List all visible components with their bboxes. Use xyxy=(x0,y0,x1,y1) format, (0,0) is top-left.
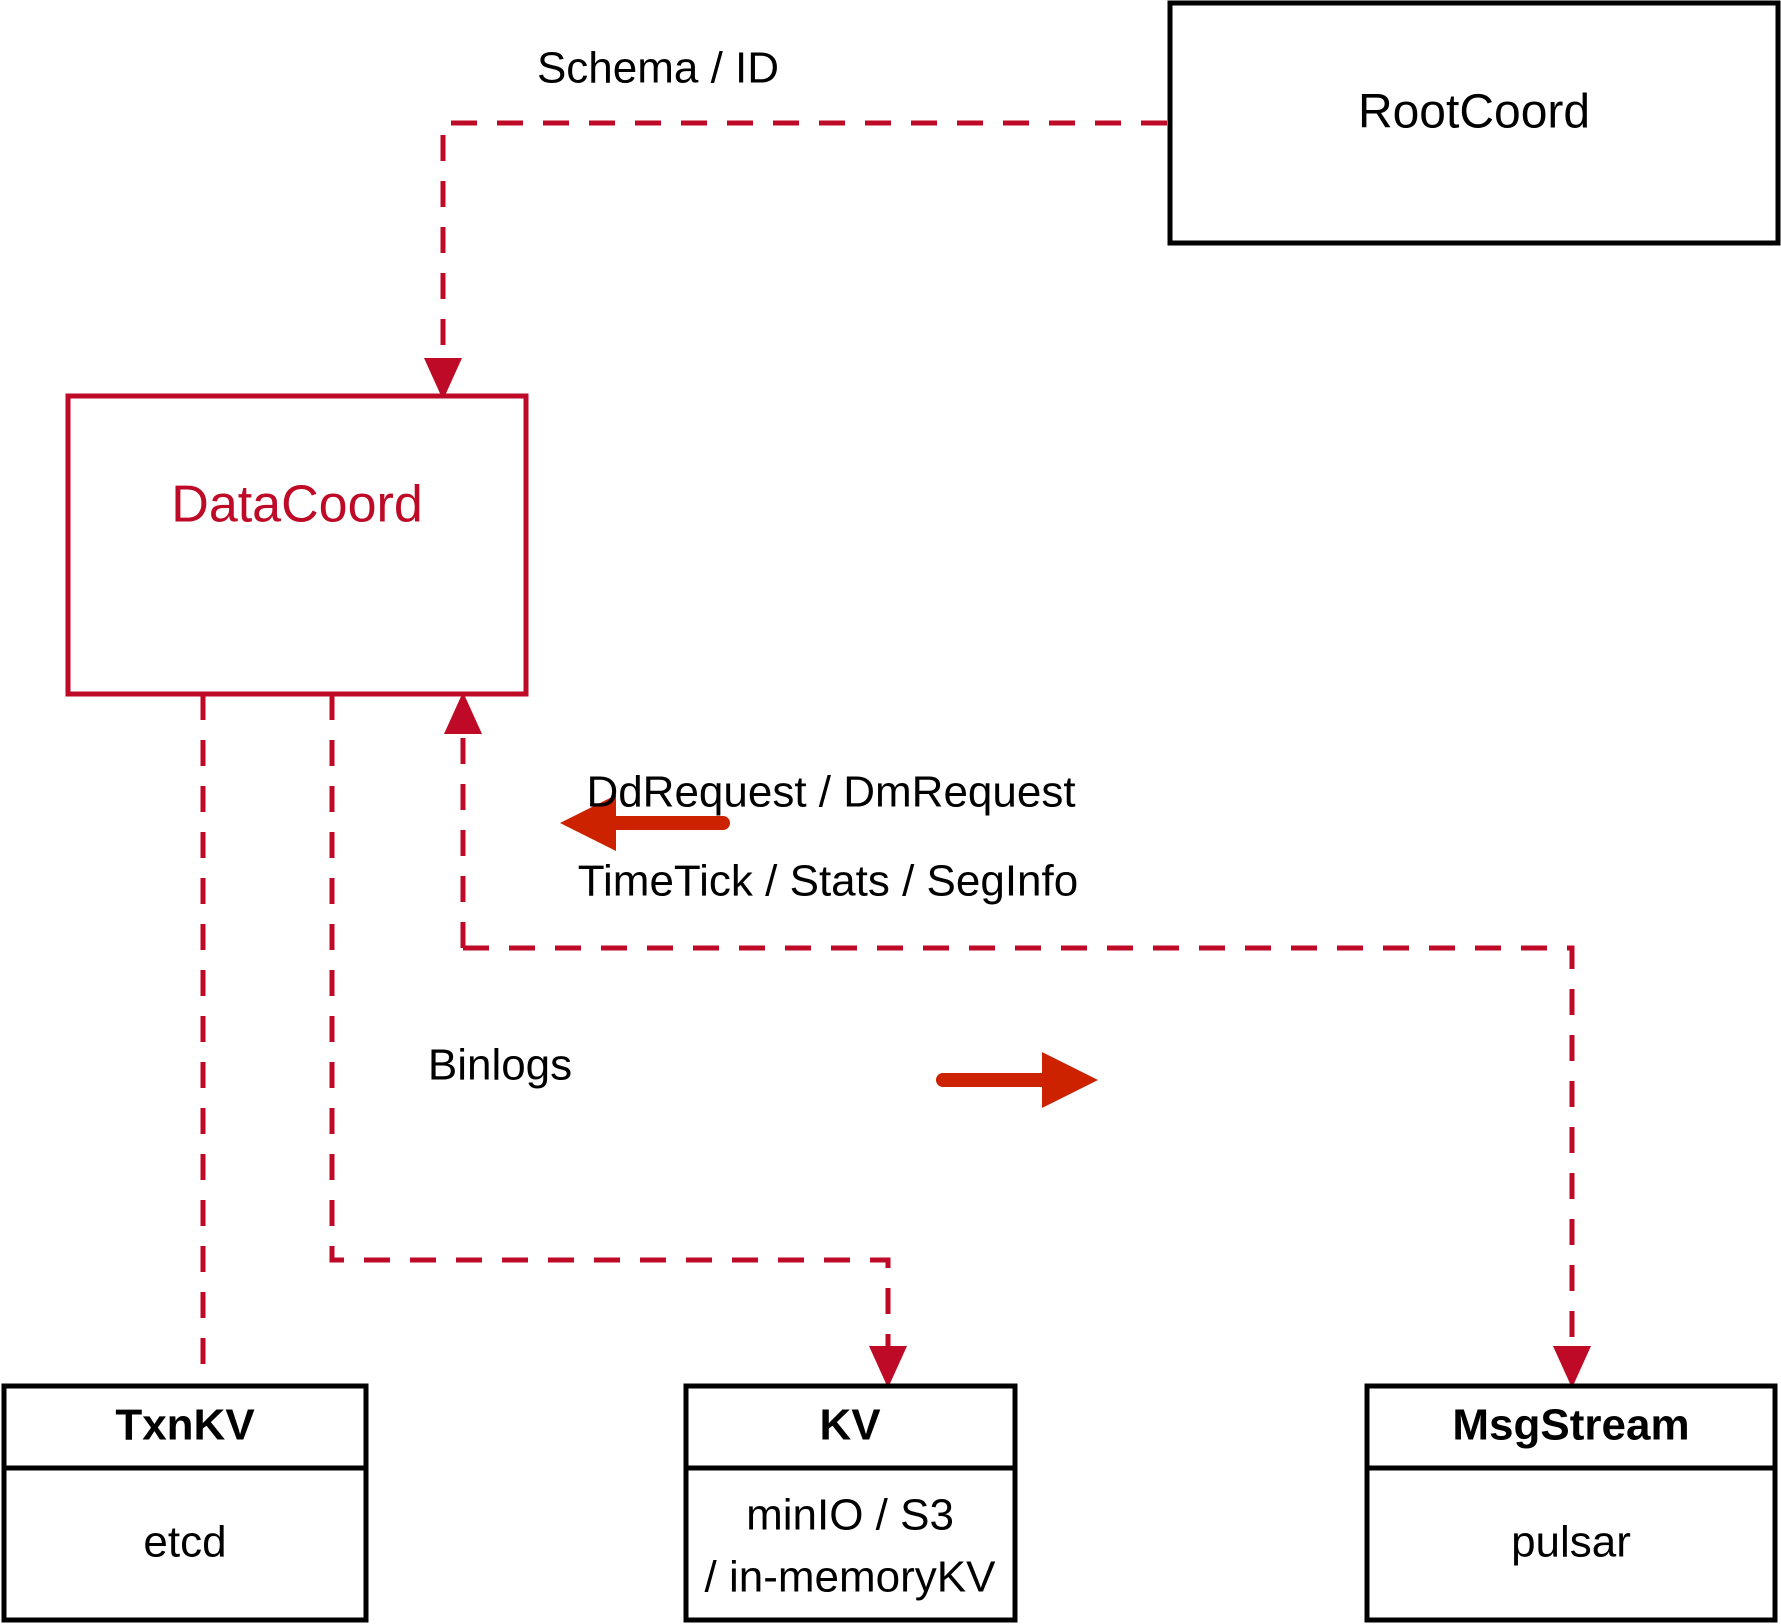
edge-label-timetick: TimeTick / Stats / SegInfo xyxy=(578,857,1078,906)
edge-binlogs xyxy=(329,694,907,1388)
node-datacoord-box[interactable] xyxy=(65,393,529,697)
edge-label-ddrequest: DdRequest / DmRequest xyxy=(586,768,1075,817)
edge-msgstream-loop xyxy=(444,692,1591,1388)
node-msgstream-title: MsgStream xyxy=(1452,1401,1689,1450)
edge-msgstream-up-arrowhead xyxy=(444,692,482,734)
node-datacoord-title: DataCoord xyxy=(171,476,422,534)
node-rootcoord[interactable]: RootCoord xyxy=(1167,0,1781,246)
node-txnkv-subtitle: etcd xyxy=(143,1518,226,1567)
edge-msgstream-down-path xyxy=(463,945,1575,1360)
edge-binlogs-path xyxy=(329,694,891,1360)
ddrequest-arrow-head xyxy=(560,795,616,851)
edge-timetick-indicator xyxy=(936,1052,1098,1108)
node-datacoord[interactable]: DataCoord xyxy=(65,393,529,697)
edge-schema-id-arrowhead xyxy=(424,358,462,400)
node-kv-subtitle-line2: / in-memoryKV xyxy=(705,1553,997,1602)
edge-ddrequest-indicator xyxy=(560,795,730,851)
edge-schema-id xyxy=(424,120,1167,400)
node-kv[interactable]: KV minIO / S3 / in-memoryKV xyxy=(683,1383,1018,1623)
edge-label-binlogs: Binlogs xyxy=(428,1041,572,1090)
node-txnkv-title: TxnKV xyxy=(115,1401,255,1450)
node-msgstream-box[interactable] xyxy=(1364,1383,1778,1623)
node-txnkv[interactable]: TxnKV etcd xyxy=(1,1383,369,1623)
edge-label-schema-id: Schema / ID xyxy=(537,44,779,93)
edge-msgstream-down-arrowhead xyxy=(1553,1346,1591,1388)
node-kv-subtitle-line1: minIO / S3 xyxy=(746,1491,954,1540)
node-rootcoord-title: RootCoord xyxy=(1358,86,1590,139)
node-kv-title: KV xyxy=(819,1401,881,1450)
edge-binlogs-arrowhead xyxy=(869,1346,907,1388)
node-rootcoord-box[interactable] xyxy=(1167,0,1781,246)
node-txnkv-box[interactable] xyxy=(1,1383,369,1623)
edge-schema-id-path xyxy=(440,120,1167,372)
node-kv-box[interactable] xyxy=(683,1383,1018,1623)
node-msgstream[interactable]: MsgStream pulsar xyxy=(1364,1383,1778,1623)
node-msgstream-subtitle: pulsar xyxy=(1511,1518,1631,1567)
timetick-arrow-head xyxy=(1042,1052,1098,1108)
